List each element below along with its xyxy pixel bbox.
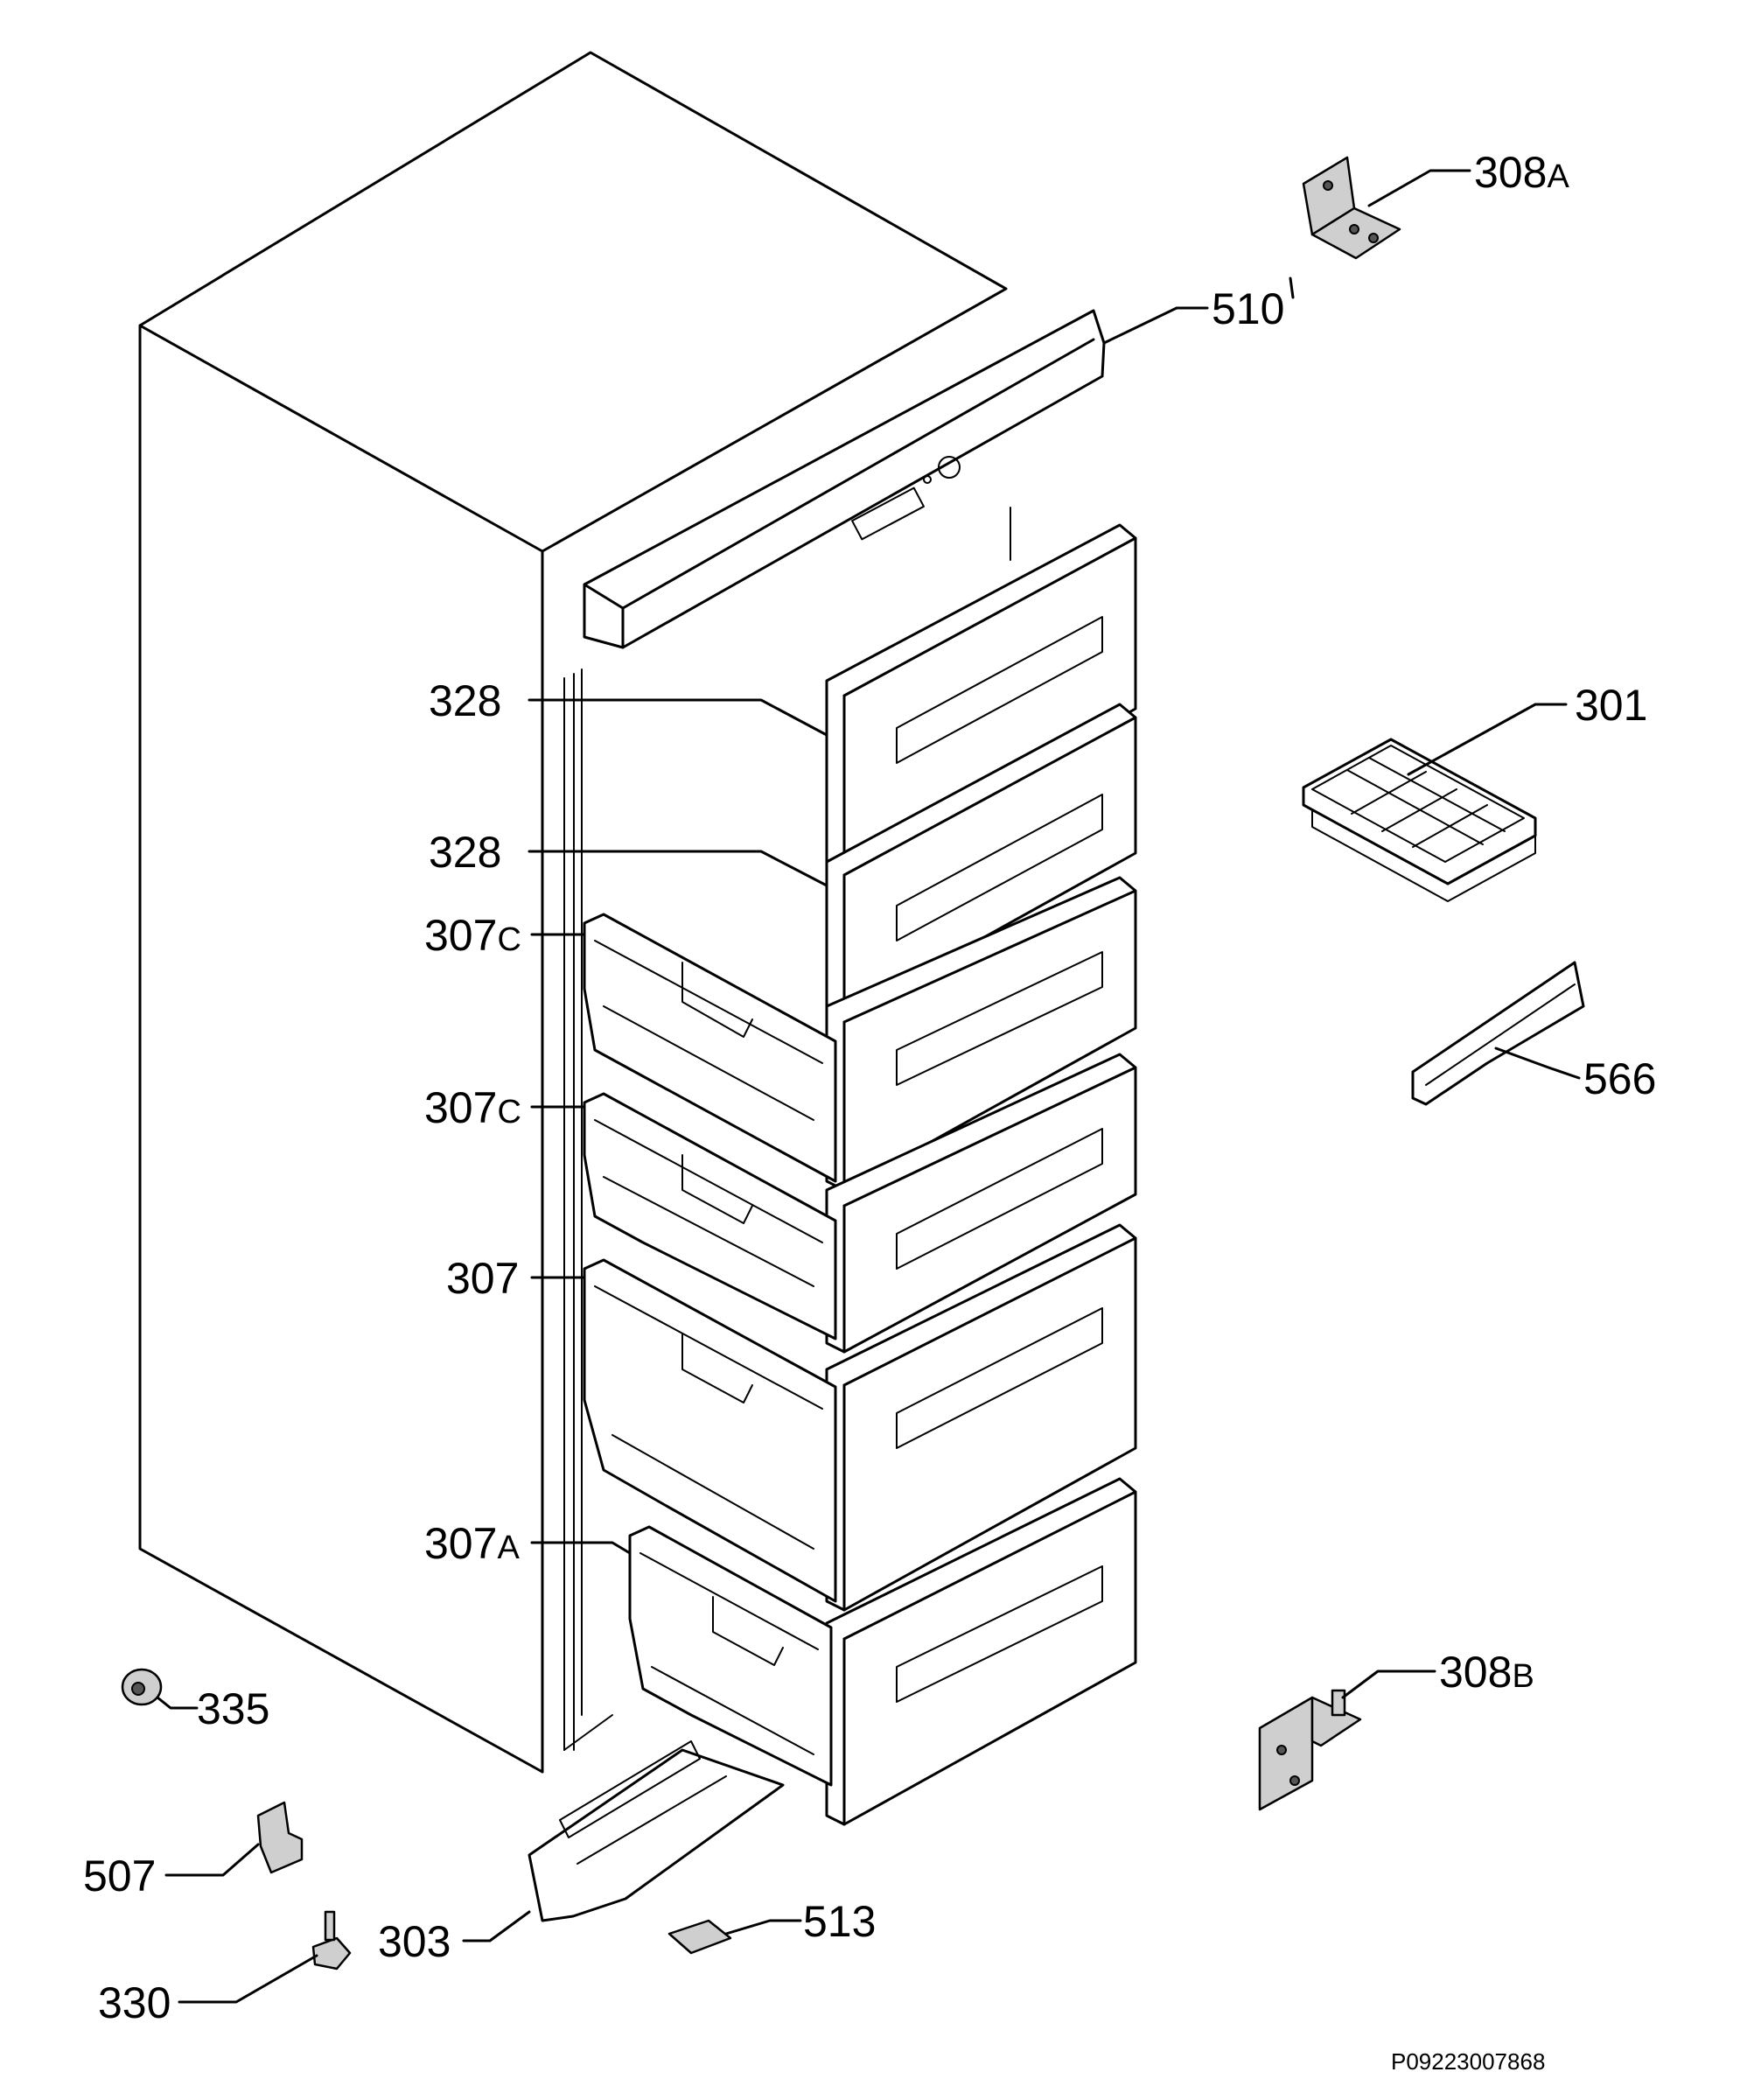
hinge-308a: [1302, 156, 1401, 260]
callout-labels: 308A 510 328 301 328 307C 566 307C 307 3…: [83, 148, 1656, 2075]
callout-308A: 308A: [1474, 148, 1569, 197]
control-panel: [583, 309, 1106, 649]
callout-335: 335: [197, 1684, 269, 1733]
drawer-front-4: [825, 1053, 1137, 1354]
callout-308B: 308B: [1439, 1648, 1534, 1697]
callout-507: 507: [83, 1852, 156, 1900]
foot-335: [121, 1668, 163, 1706]
plinth-303: [528, 1740, 785, 1922]
drawer-fronts: [825, 507, 1137, 1826]
drawer-front-5: [825, 1223, 1137, 1612]
callout-510: 510: [1212, 284, 1284, 333]
basket-307: [583, 1258, 837, 1603]
callout-307C-top: 307C: [424, 911, 521, 960]
clip-513: [667, 1919, 732, 1955]
hinge-308b: [1258, 1689, 1362, 1811]
drawer-front-2: [825, 703, 1137, 1017]
ice-cube-tray-301: [1302, 738, 1537, 902]
callout-328-top: 328: [429, 676, 501, 725]
callout-307C-second: 307C: [424, 1083, 521, 1132]
callout-307A: 307A: [424, 1519, 520, 1568]
callout-330: 330: [98, 1978, 171, 2027]
freezer-cabinet: [138, 51, 1008, 1774]
callout-513: 513: [803, 1897, 876, 1946]
drawer-baskets: [583, 913, 837, 1787]
clip-507: [256, 1801, 304, 1874]
drawer-front-3: [825, 876, 1137, 1192]
ice-scoop-566: [1411, 961, 1585, 1106]
leader-lines: [156, 169, 1581, 2004]
basket-307c-top: [583, 913, 837, 1183]
basket-307a: [628, 1525, 833, 1787]
callout-301: 301: [1575, 681, 1647, 730]
drawer-front-6: [825, 1477, 1137, 1826]
callout-307: 307: [446, 1254, 519, 1303]
adjustable-foot-330: [311, 1910, 352, 1970]
callout-328-second: 328: [429, 828, 501, 877]
basket-307c-second: [583, 1092, 837, 1340]
callout-566: 566: [1583, 1054, 1656, 1103]
document-number: P09223007868: [1391, 2048, 1545, 2075]
callout-303: 303: [378, 1917, 451, 1966]
